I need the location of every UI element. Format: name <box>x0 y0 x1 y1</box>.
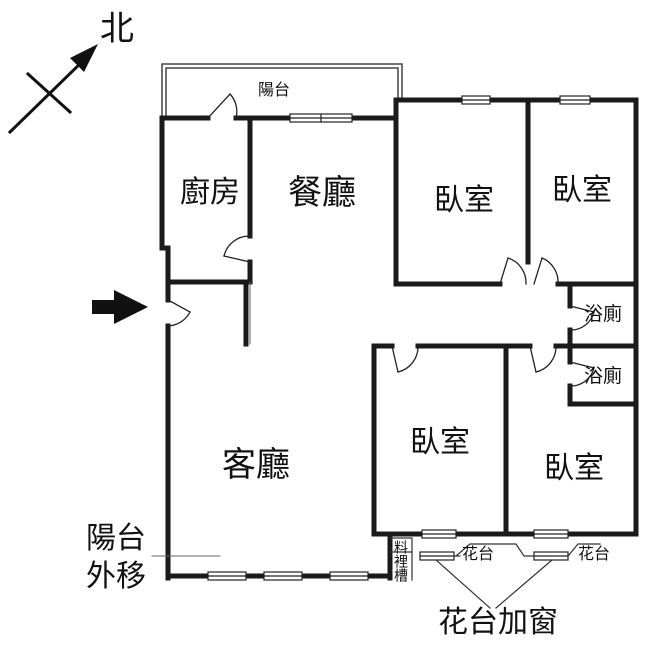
window-planter-1 <box>419 551 455 561</box>
bedroom-4-label: 臥室 <box>544 451 604 486</box>
door-entrance <box>167 299 191 327</box>
door-bedroom4 <box>529 345 557 373</box>
doors <box>167 93 595 387</box>
balcony-top-label: 陽台 <box>258 80 291 99</box>
door-kitchen-balcony <box>207 93 238 119</box>
planter-2-label: 花台 <box>578 544 611 563</box>
balcony-moved-label-line1: 陽台 <box>86 521 146 556</box>
window-living-2 <box>263 571 303 581</box>
dining-label: 餐廳 <box>288 173 356 213</box>
window-living-1 <box>207 571 247 581</box>
entrance-arrow-icon <box>92 290 148 324</box>
door-bath2 <box>569 361 595 387</box>
door-kitchen-dining <box>223 235 251 263</box>
window-planter-2 <box>533 551 569 561</box>
compass-line <box>7 55 89 135</box>
windows <box>207 95 591 581</box>
callout-lines <box>435 559 553 609</box>
window-bedroom4 <box>533 529 569 539</box>
partition <box>151 281 251 557</box>
planter-window-label: 花台加窗 <box>438 605 558 640</box>
compass <box>7 44 98 135</box>
north-label: 北 <box>100 9 134 49</box>
door-bedroom2 <box>533 257 559 285</box>
window-bedroom2 <box>559 95 591 105</box>
bedroom-1-label: 臥室 <box>434 183 494 218</box>
bath-2-label: 浴廁 <box>584 365 623 387</box>
bedroom-2-label: 臥室 <box>552 173 612 208</box>
planter-1-label: 花台 <box>462 544 495 563</box>
door-bedroom1 <box>499 257 527 285</box>
window-bedroom1 <box>461 95 491 105</box>
balcony-moved-label-line2: 外移 <box>86 559 146 594</box>
north-arrow-icon <box>70 44 98 72</box>
window-bedroom3 <box>421 529 457 539</box>
planter-outline <box>389 537 601 581</box>
utility-sink-label: 料裡槽 <box>392 540 408 582</box>
walls <box>159 97 639 581</box>
door-bath1 <box>569 305 595 331</box>
living-label: 客廳 <box>222 445 290 485</box>
kitchen-label: 廚房 <box>180 175 240 210</box>
window-living-3 <box>329 571 369 581</box>
balcony-top-outline <box>161 63 403 119</box>
bedroom-3-label: 臥室 <box>410 425 470 460</box>
bath-1-label: 浴廁 <box>584 303 623 325</box>
door-bedroom3 <box>391 345 419 373</box>
window-dining <box>289 113 353 123</box>
